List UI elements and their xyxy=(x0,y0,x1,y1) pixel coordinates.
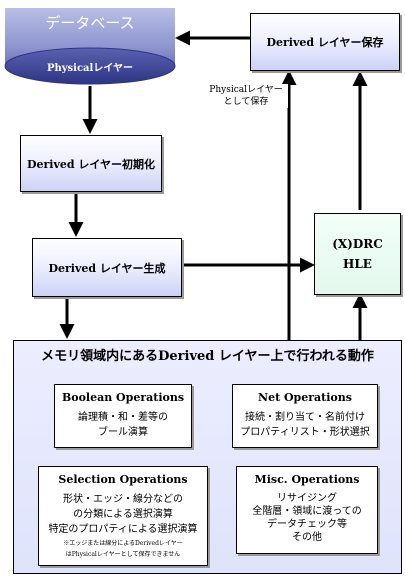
selection-note: はPhysicalレイヤーとして保存できません xyxy=(65,551,181,558)
boolean-line: 論理積・和・差等の xyxy=(78,412,168,423)
database-layer-label: Physicalレイヤー xyxy=(46,63,134,74)
selection-title: Selection Operations xyxy=(58,473,188,486)
derived-layer-init-node: Derived レイヤー初期化 xyxy=(20,135,162,192)
misc-line: データチェック等 xyxy=(267,519,347,530)
misc-line: 全階層・領域に渡っての xyxy=(252,506,362,517)
selection-line: 形状・エッジ・線分などの xyxy=(63,494,183,505)
physical-save-label: Physicalレイヤー として保存 xyxy=(204,84,288,108)
selection-line: 特定のプロパティによる選択演算 xyxy=(48,524,198,535)
misc-title: Misc. Operations xyxy=(254,473,360,486)
drc-label: (X)DRC xyxy=(332,237,383,251)
misc-line: リサイジング xyxy=(277,493,337,504)
selection-operations-box: Selection Operations 形状・エッジ・線分などの の分類による… xyxy=(38,466,208,566)
net-line: 接続・割り当て・名前付け xyxy=(245,412,365,423)
misc-line: その他 xyxy=(292,532,322,543)
hle-label: HLE xyxy=(343,257,372,271)
derived-layer-generate-node: Derived レイヤー生成 xyxy=(32,238,182,297)
physical-save-label-line2: として保存 xyxy=(223,97,269,107)
boolean-line: ブール演算 xyxy=(98,427,148,438)
net-operations-box: Net Operations 接続・割り当て・名前付け プロパティリスト・形状選… xyxy=(232,384,378,448)
boolean-title: Boolean Operations xyxy=(61,391,185,404)
database-cylinder xyxy=(4,8,176,85)
net-title: Net Operations xyxy=(258,391,352,404)
selection-line: の分類による選択演算 xyxy=(73,509,173,520)
derived-layer-save-node: Derived レイヤー保存 xyxy=(250,13,400,71)
physical-save-label-line1: Physicalレイヤー xyxy=(209,85,283,95)
net-line: プロパティリスト・形状選択 xyxy=(240,427,370,438)
misc-operations-box: Misc. Operations リサイジング 全階層・領域に渡っての データチ… xyxy=(236,466,378,554)
selection-note: ※エッジまたは線分によるDerivedレイヤー xyxy=(63,540,183,547)
panel-title: メモリ領域内にあるDerived レイヤー上で行われる動作 xyxy=(41,349,374,364)
database-title: データベース xyxy=(45,14,135,32)
boolean-operations-box: Boolean Operations 論理積・和・差等の ブール演算 xyxy=(54,384,192,448)
drc-hle-node: (X)DRC HLE xyxy=(314,213,401,295)
